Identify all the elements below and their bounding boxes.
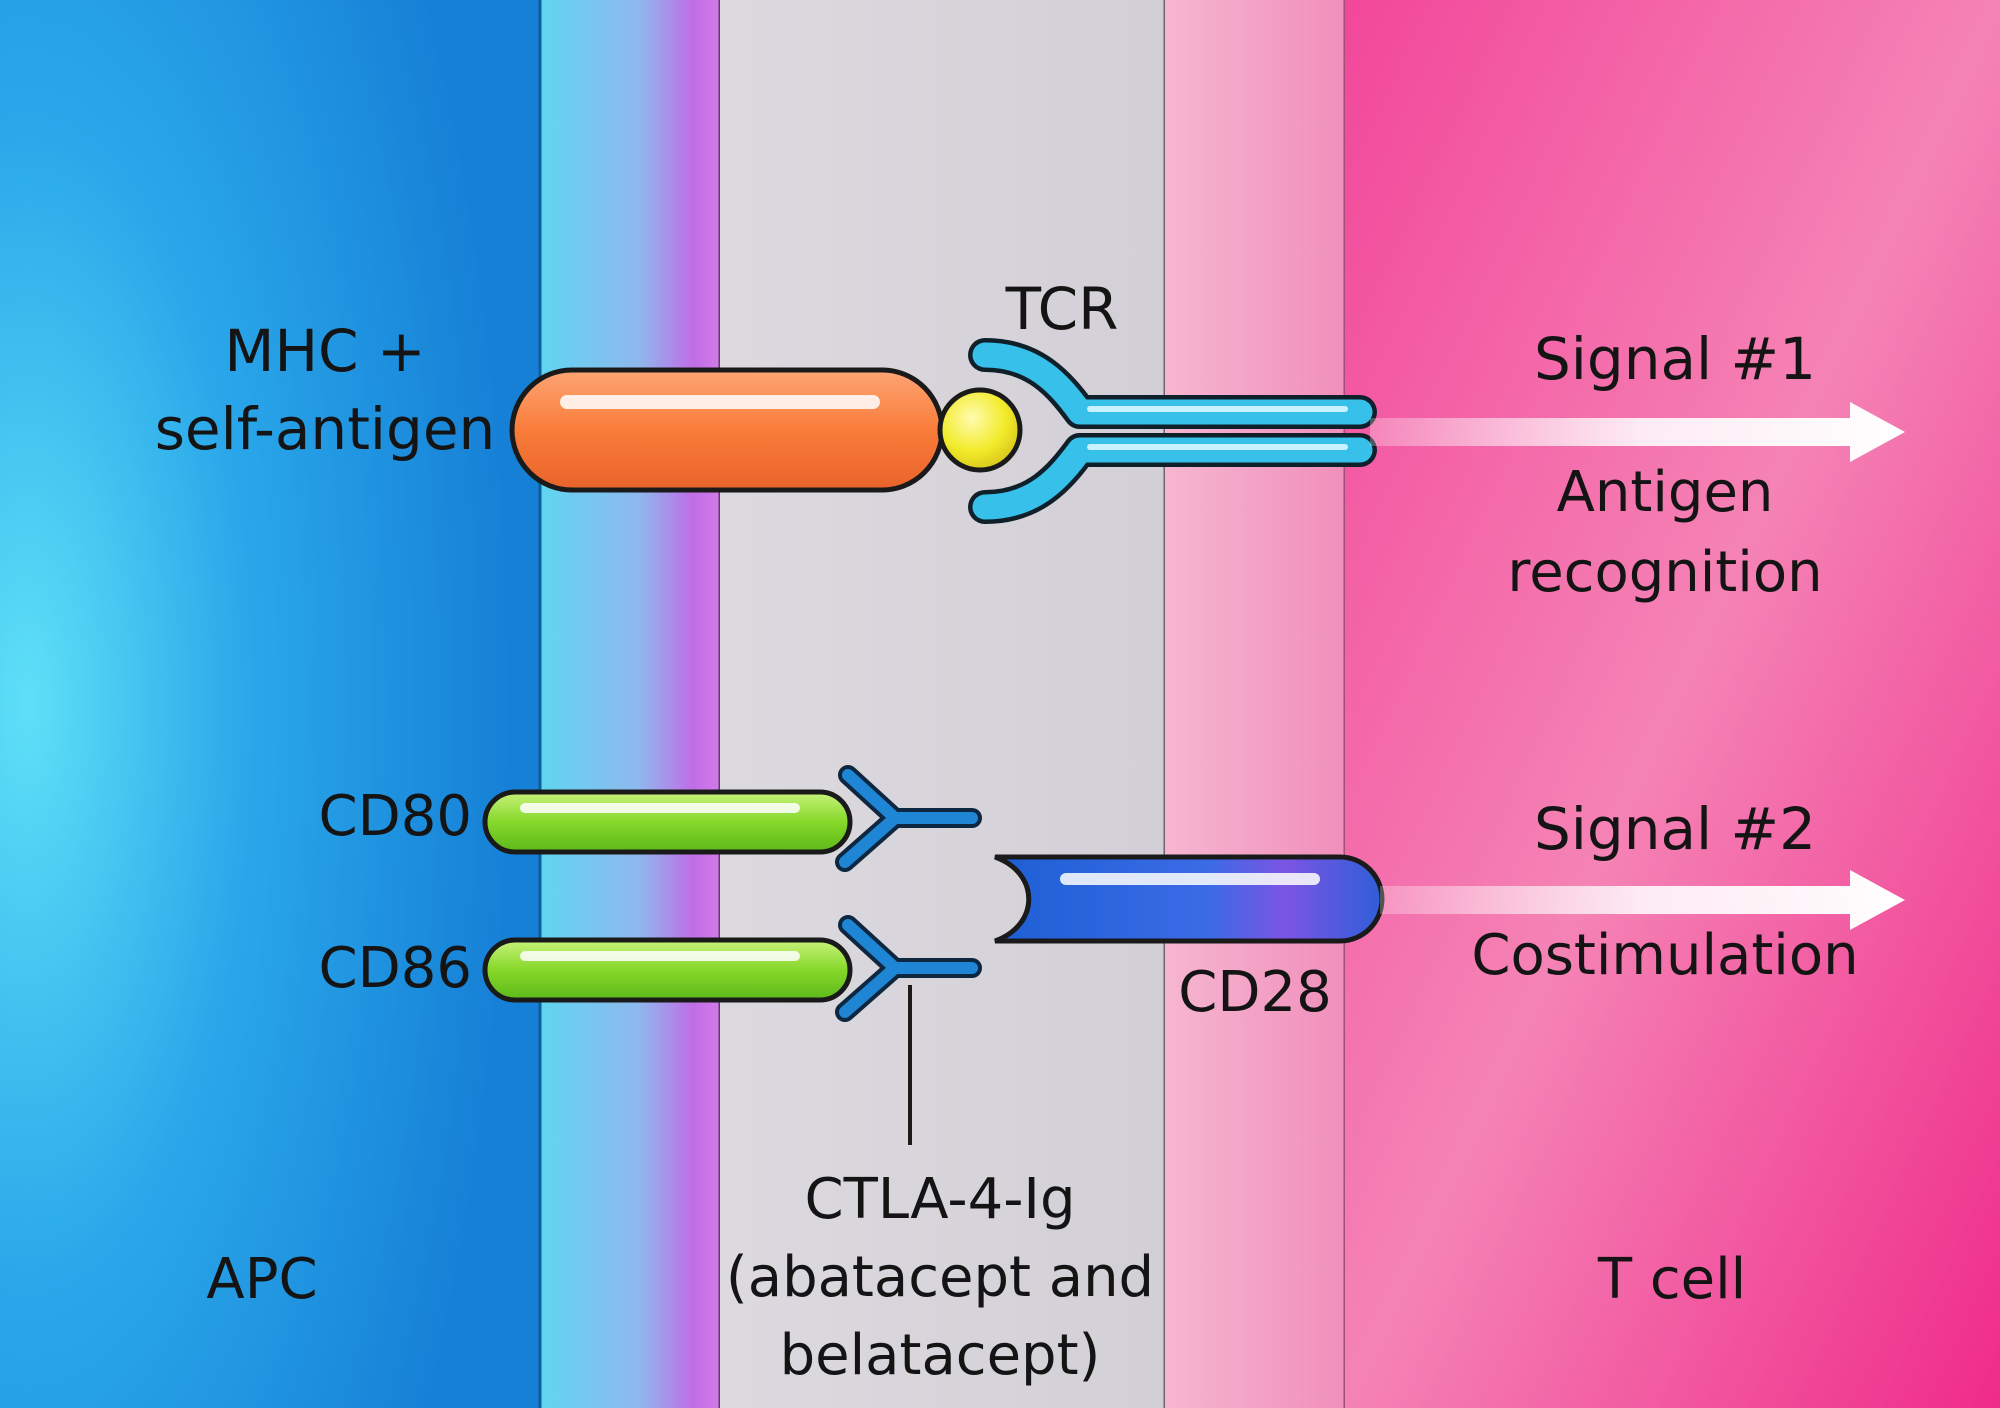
mhc-molecule [509, 367, 945, 493]
mhc-label-line1: MHC + [224, 317, 426, 385]
ctla4-label-line2: (abatacept and [725, 1245, 1155, 1310]
ctla4-label-line3: belatacept) [779, 1323, 1101, 1388]
cd86-label: CD86 [318, 936, 472, 1001]
signal1-desc-line1: Antigen [1556, 460, 1774, 525]
apc-membrane [540, 0, 720, 1408]
signal1-desc-line2: recognition [1507, 540, 1823, 605]
tcr-label: TCR [1005, 275, 1119, 343]
ctla4-label-line1: CTLA-4-Ig [804, 1167, 1076, 1232]
cd80-molecule [482, 789, 853, 855]
tcell-membrane [1165, 0, 1345, 1408]
tcell-region [1345, 0, 2000, 1408]
apc-region [0, 0, 540, 1408]
apc-label: APC [206, 1247, 318, 1312]
signal1-label: Signal #1 [1533, 325, 1817, 393]
signal2-label: Signal #2 [1533, 795, 1817, 863]
signal1-arrow [1370, 402, 1905, 462]
signal2-arrow [1380, 870, 1905, 930]
tcell-label: T cell [1597, 1247, 1747, 1312]
synaptic-cleft [720, 0, 1165, 1408]
self-antigen-peptide [937, 387, 1023, 473]
cd80-label: CD80 [318, 784, 472, 849]
mhc-label-line2: self-antigen [154, 395, 496, 463]
cd28-label: CD28 [1178, 960, 1332, 1025]
ctla4-ig-top [835, 765, 982, 872]
tcr-receptor [968, 338, 1377, 524]
signal2-desc: Costimulation [1471, 923, 1859, 988]
cd86-molecule [482, 937, 853, 1003]
ctla4-ig-bottom [835, 915, 982, 1022]
cd28-molecule [994, 854, 1385, 944]
